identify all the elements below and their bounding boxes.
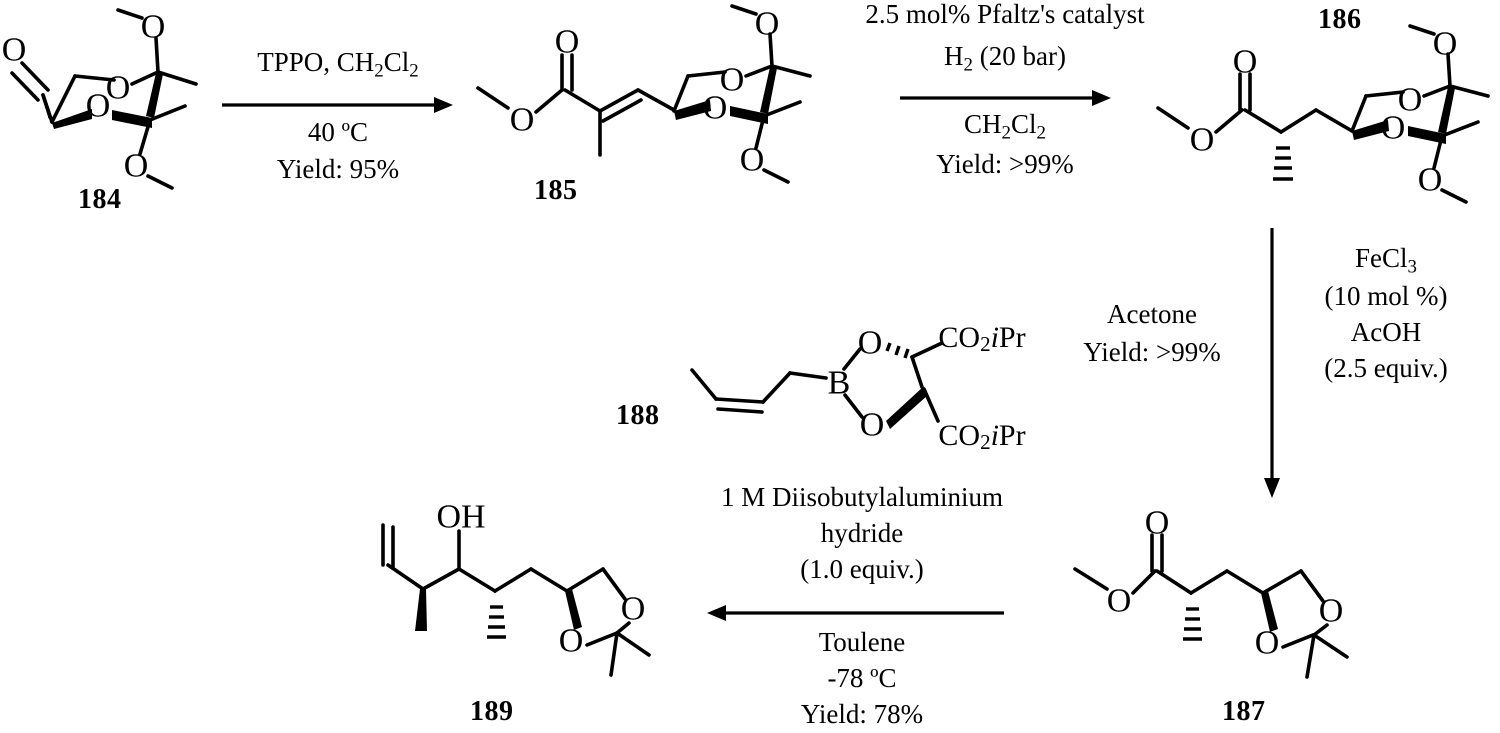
atom-label-oh: OH [436,499,485,536]
structure-188: B O O CO2iPr CO2iPr [690,321,1050,460]
structure-187: O O O O [1065,505,1395,705]
rxn2-pressure-label: (20 bar) [972,41,1066,71]
compound-label-187: 187 [1222,696,1266,727]
atom-label-o: O [1398,82,1423,119]
rxn1-above-line1: TPPO, CH2Cl2 [222,48,454,81]
compound-label-184: 184 [78,184,122,215]
atom-label-o: O [1145,505,1170,542]
rxn3-right-line2: (10 mol %) [1324,281,1448,311]
atom-label-o: O [703,90,728,127]
atom-label-o: O [720,62,745,99]
rxn3-right-line3: AcOH [1350,317,1422,347]
atom-label-o: O [2,32,27,69]
rxn4-above-line1: 1 M Diisobutylaluminium [720,482,1003,512]
atom-label-o: O [1233,44,1258,81]
subscript-2: 2 [1001,122,1011,144]
rxn1-below-line2: Yield: 95% [276,154,400,184]
reaction-arrow-2 [898,87,1113,109]
rxn2-above-line1: 2.5 mol% Pfaltz's catalyst [865,0,1145,29]
atom-label-o: O [858,325,883,362]
atom-label-o: O [141,9,166,46]
compound-label-189: 189 [470,696,514,727]
subscript-2: 2 [409,60,419,82]
rxn4-below-line3: Yield: 78% [800,699,924,729]
rxn4-above-line2: hydride [820,518,904,548]
atom-label-o: O [510,102,535,139]
atom-label-o: O [555,24,580,61]
atom-label-o: O [740,142,765,179]
structure-185: O O O O O [460,4,850,200]
atom-label-o: O [1433,26,1458,63]
rxn4-below-line1: Toulene [818,627,906,657]
reaction-arrow-1 [220,94,455,116]
subscript-2: 2 [374,60,384,82]
compound-label-188: 188 [616,400,660,431]
rxn3-left-line1: Acetone [1107,299,1197,329]
reaction-arrow-4 [706,602,1006,624]
structure-186: O O O O O [1140,24,1500,230]
atom-label-o: O [621,591,646,628]
compound-label-185: 185 [534,175,578,206]
rxn2-above-line2: H2 (20 bar) [845,42,1165,75]
rxn3-right-line4: (2.5 equiv.) [1324,353,1448,383]
atom-label-o: O [1190,122,1215,159]
rxn2-solvent-text: CH [964,109,1002,139]
subscript-2: 2 [963,54,973,76]
rxn4-below-line2: -78 ºC [827,663,897,693]
reaction-arrow-3 [1258,228,1286,500]
structure-189: OH O O [355,499,705,705]
atom-label-o: O [860,407,885,444]
rxn1-below-line1: 40 ºC [307,117,369,147]
atom-label-o: O [559,623,584,660]
atom-label-o: O [1381,110,1406,147]
rxn2-below-line1: CH2Cl2 [845,110,1165,143]
atom-label-o: O [755,6,780,43]
subscript-3: 3 [1407,256,1417,278]
rxn2-below-line2: Yield: >99% [936,149,1074,179]
subscript-2: 2 [1036,122,1046,144]
ester-label-lower: CO2iPr [938,419,1025,455]
rxn1-reagent-text-2: Cl [383,47,410,77]
atom-label-o: O [106,70,131,107]
structure-184: O O O O [0,8,230,200]
rxn1-reagent-text: TPPO, CH [257,47,375,77]
ester-label-upper: CO2iPr [938,321,1025,357]
rxn2-solvent-text-2: Cl [1011,109,1037,139]
atom-label-o: O [124,148,149,185]
rxn3-left-line2: Yield: >99% [1083,337,1221,367]
atom-label-o: O [1107,583,1132,620]
rxn2-h-label: H [944,41,964,71]
atom-label-o: O [1319,593,1344,630]
atom-label-b: B [828,365,851,402]
compound-label-186: 186 [1318,4,1362,35]
rxn3-right-line1: FeCl3 [1296,244,1476,277]
rxn4-above-line3: (1.0 equiv.) [800,554,924,584]
atom-label-o: O [1418,162,1443,199]
atom-label-o: O [1255,625,1280,662]
atom-label-o: O [86,88,111,125]
rxn3-catalyst-text: FeCl [1355,243,1408,273]
